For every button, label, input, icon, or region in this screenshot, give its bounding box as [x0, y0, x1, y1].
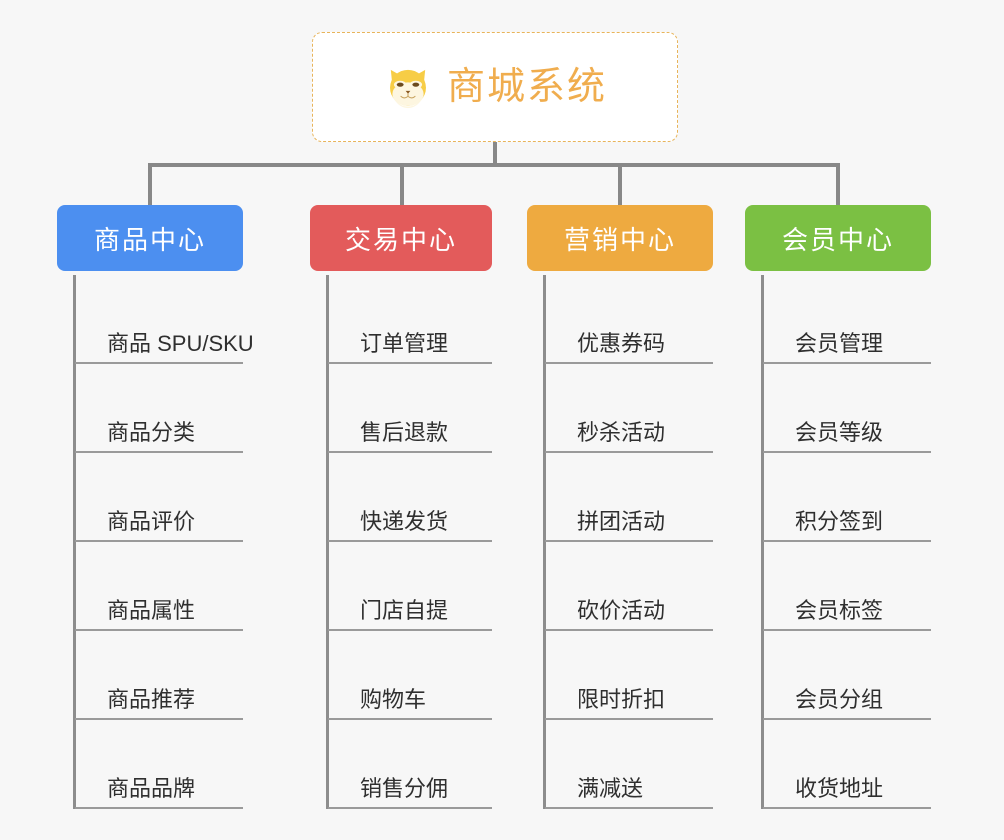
branch-title: 会员中心	[781, 224, 894, 255]
leaf-label: 收货地址	[795, 776, 884, 801]
branch-body-2: 订单管理售后退款快递发货门店自提购物车销售分佣	[310, 275, 492, 809]
leaf-label: 积分签到	[795, 509, 884, 534]
connector-drop-1	[148, 163, 152, 207]
leaf-label: 商品属性	[107, 598, 196, 623]
leaf-label: 售后退款	[360, 420, 449, 445]
branch-body-1: 商品 SPU/SKU 商品分类商品评价商品属性商品推荐商品品牌	[57, 275, 254, 809]
branch-spine-1	[73, 275, 76, 809]
branch-1: 商品中心商品 SPU/SKU 商品分类商品评价商品属性商品推荐商品品牌	[57, 205, 254, 809]
leaf-node[interactable]: 拼团活动	[545, 453, 713, 542]
leaf-node[interactable]: 秒杀活动	[545, 364, 713, 453]
leaf-label: 商品品牌	[107, 776, 196, 801]
branch-4: 会员中心会员管理会员等级积分签到会员标签会员分组收货地址	[745, 205, 931, 809]
leaf-node[interactable]: 商品 SPU/SKU	[75, 275, 254, 364]
leaf-node[interactable]: 购物车	[328, 631, 492, 720]
leaf-node[interactable]: 商品属性	[75, 542, 243, 631]
shiba-dog-face-icon	[390, 69, 426, 109]
leaf-node[interactable]: 会员标签	[763, 542, 931, 631]
leaf-node[interactable]: 会员分组	[763, 631, 931, 720]
leaf-node[interactable]: 售后退款	[328, 364, 492, 453]
leaf-label: 会员管理	[795, 331, 884, 356]
leaf-node[interactable]: 商品分类	[75, 364, 243, 453]
leaf-node[interactable]: 积分签到	[763, 453, 931, 542]
leaf-node[interactable]: 收货地址	[763, 720, 931, 809]
leaf-label: 拼团活动	[577, 509, 666, 534]
leaf-node[interactable]: 会员等级	[763, 364, 931, 453]
leaf-node[interactable]: 会员管理	[763, 275, 931, 364]
leaf-label: 商品 SPU/SKU	[107, 331, 254, 356]
connector-horizontal-bar	[150, 163, 840, 167]
leaf-label: 门店自提	[360, 598, 449, 623]
leaf-label: 会员标签	[795, 598, 884, 623]
leaf-node[interactable]: 满减送	[545, 720, 713, 809]
branch-header-3[interactable]: 营销中心	[527, 205, 713, 271]
leaf-label: 商品评价	[107, 509, 196, 534]
leaf-node[interactable]: 限时折扣	[545, 631, 713, 720]
leaf-label: 会员等级	[795, 420, 884, 445]
branch-body-4: 会员管理会员等级积分签到会员标签会员分组收货地址	[745, 275, 931, 809]
connector-root-stem	[493, 142, 497, 166]
connector-drop-4	[836, 163, 840, 207]
leaf-node[interactable]: 商品评价	[75, 453, 243, 542]
branch-header-1[interactable]: 商品中心	[57, 205, 243, 271]
branch-spine-2	[326, 275, 329, 809]
branch-header-4[interactable]: 会员中心	[745, 205, 931, 271]
leaf-label: 优惠券码	[577, 331, 666, 356]
branch-body-3: 优惠券码秒杀活动拼团活动砍价活动限时折扣满减送	[527, 275, 713, 809]
leaf-label: 会员分组	[795, 687, 884, 712]
leaf-node[interactable]: 优惠券码	[545, 275, 713, 364]
leaf-label: 满减送	[577, 776, 644, 801]
leaf-node[interactable]: 商品推荐	[75, 631, 243, 720]
leaf-label: 砍价活动	[577, 598, 666, 623]
leaf-node[interactable]: 砍价活动	[545, 542, 713, 631]
leaf-label: 商品推荐	[107, 687, 196, 712]
branch-header-2[interactable]: 交易中心	[310, 205, 492, 271]
connector-drop-3	[618, 163, 622, 207]
root-node[interactable]: 商城系统	[312, 32, 678, 142]
branch-spine-3	[543, 275, 546, 809]
branch-2: 交易中心订单管理售后退款快递发货门店自提购物车销售分佣	[310, 205, 492, 809]
branch-title: 交易中心	[344, 224, 457, 255]
leaf-node[interactable]: 门店自提	[328, 542, 492, 631]
leaf-node[interactable]: 快递发货	[328, 453, 492, 542]
branch-spine-4	[761, 275, 764, 809]
leaf-label: 秒杀活动	[577, 420, 666, 445]
leaf-label: 商品分类	[107, 420, 196, 445]
leaf-node[interactable]: 订单管理	[328, 275, 492, 364]
branch-title: 营销中心	[563, 224, 676, 255]
root-title: 商城系统	[446, 66, 607, 108]
leaf-label: 快递发货	[360, 509, 449, 534]
leaf-label: 销售分佣	[360, 776, 449, 801]
leaf-label: 购物车	[360, 687, 427, 712]
leaf-node[interactable]: 销售分佣	[328, 720, 492, 809]
branch-title: 商品中心	[93, 224, 206, 255]
leaf-node[interactable]: 商品品牌	[75, 720, 243, 809]
connector-drop-2	[400, 163, 404, 207]
leaf-label: 限时折扣	[577, 687, 666, 712]
leaf-label: 订单管理	[360, 331, 449, 356]
branch-3: 营销中心优惠券码秒杀活动拼团活动砍价活动限时折扣满减送	[527, 205, 713, 809]
